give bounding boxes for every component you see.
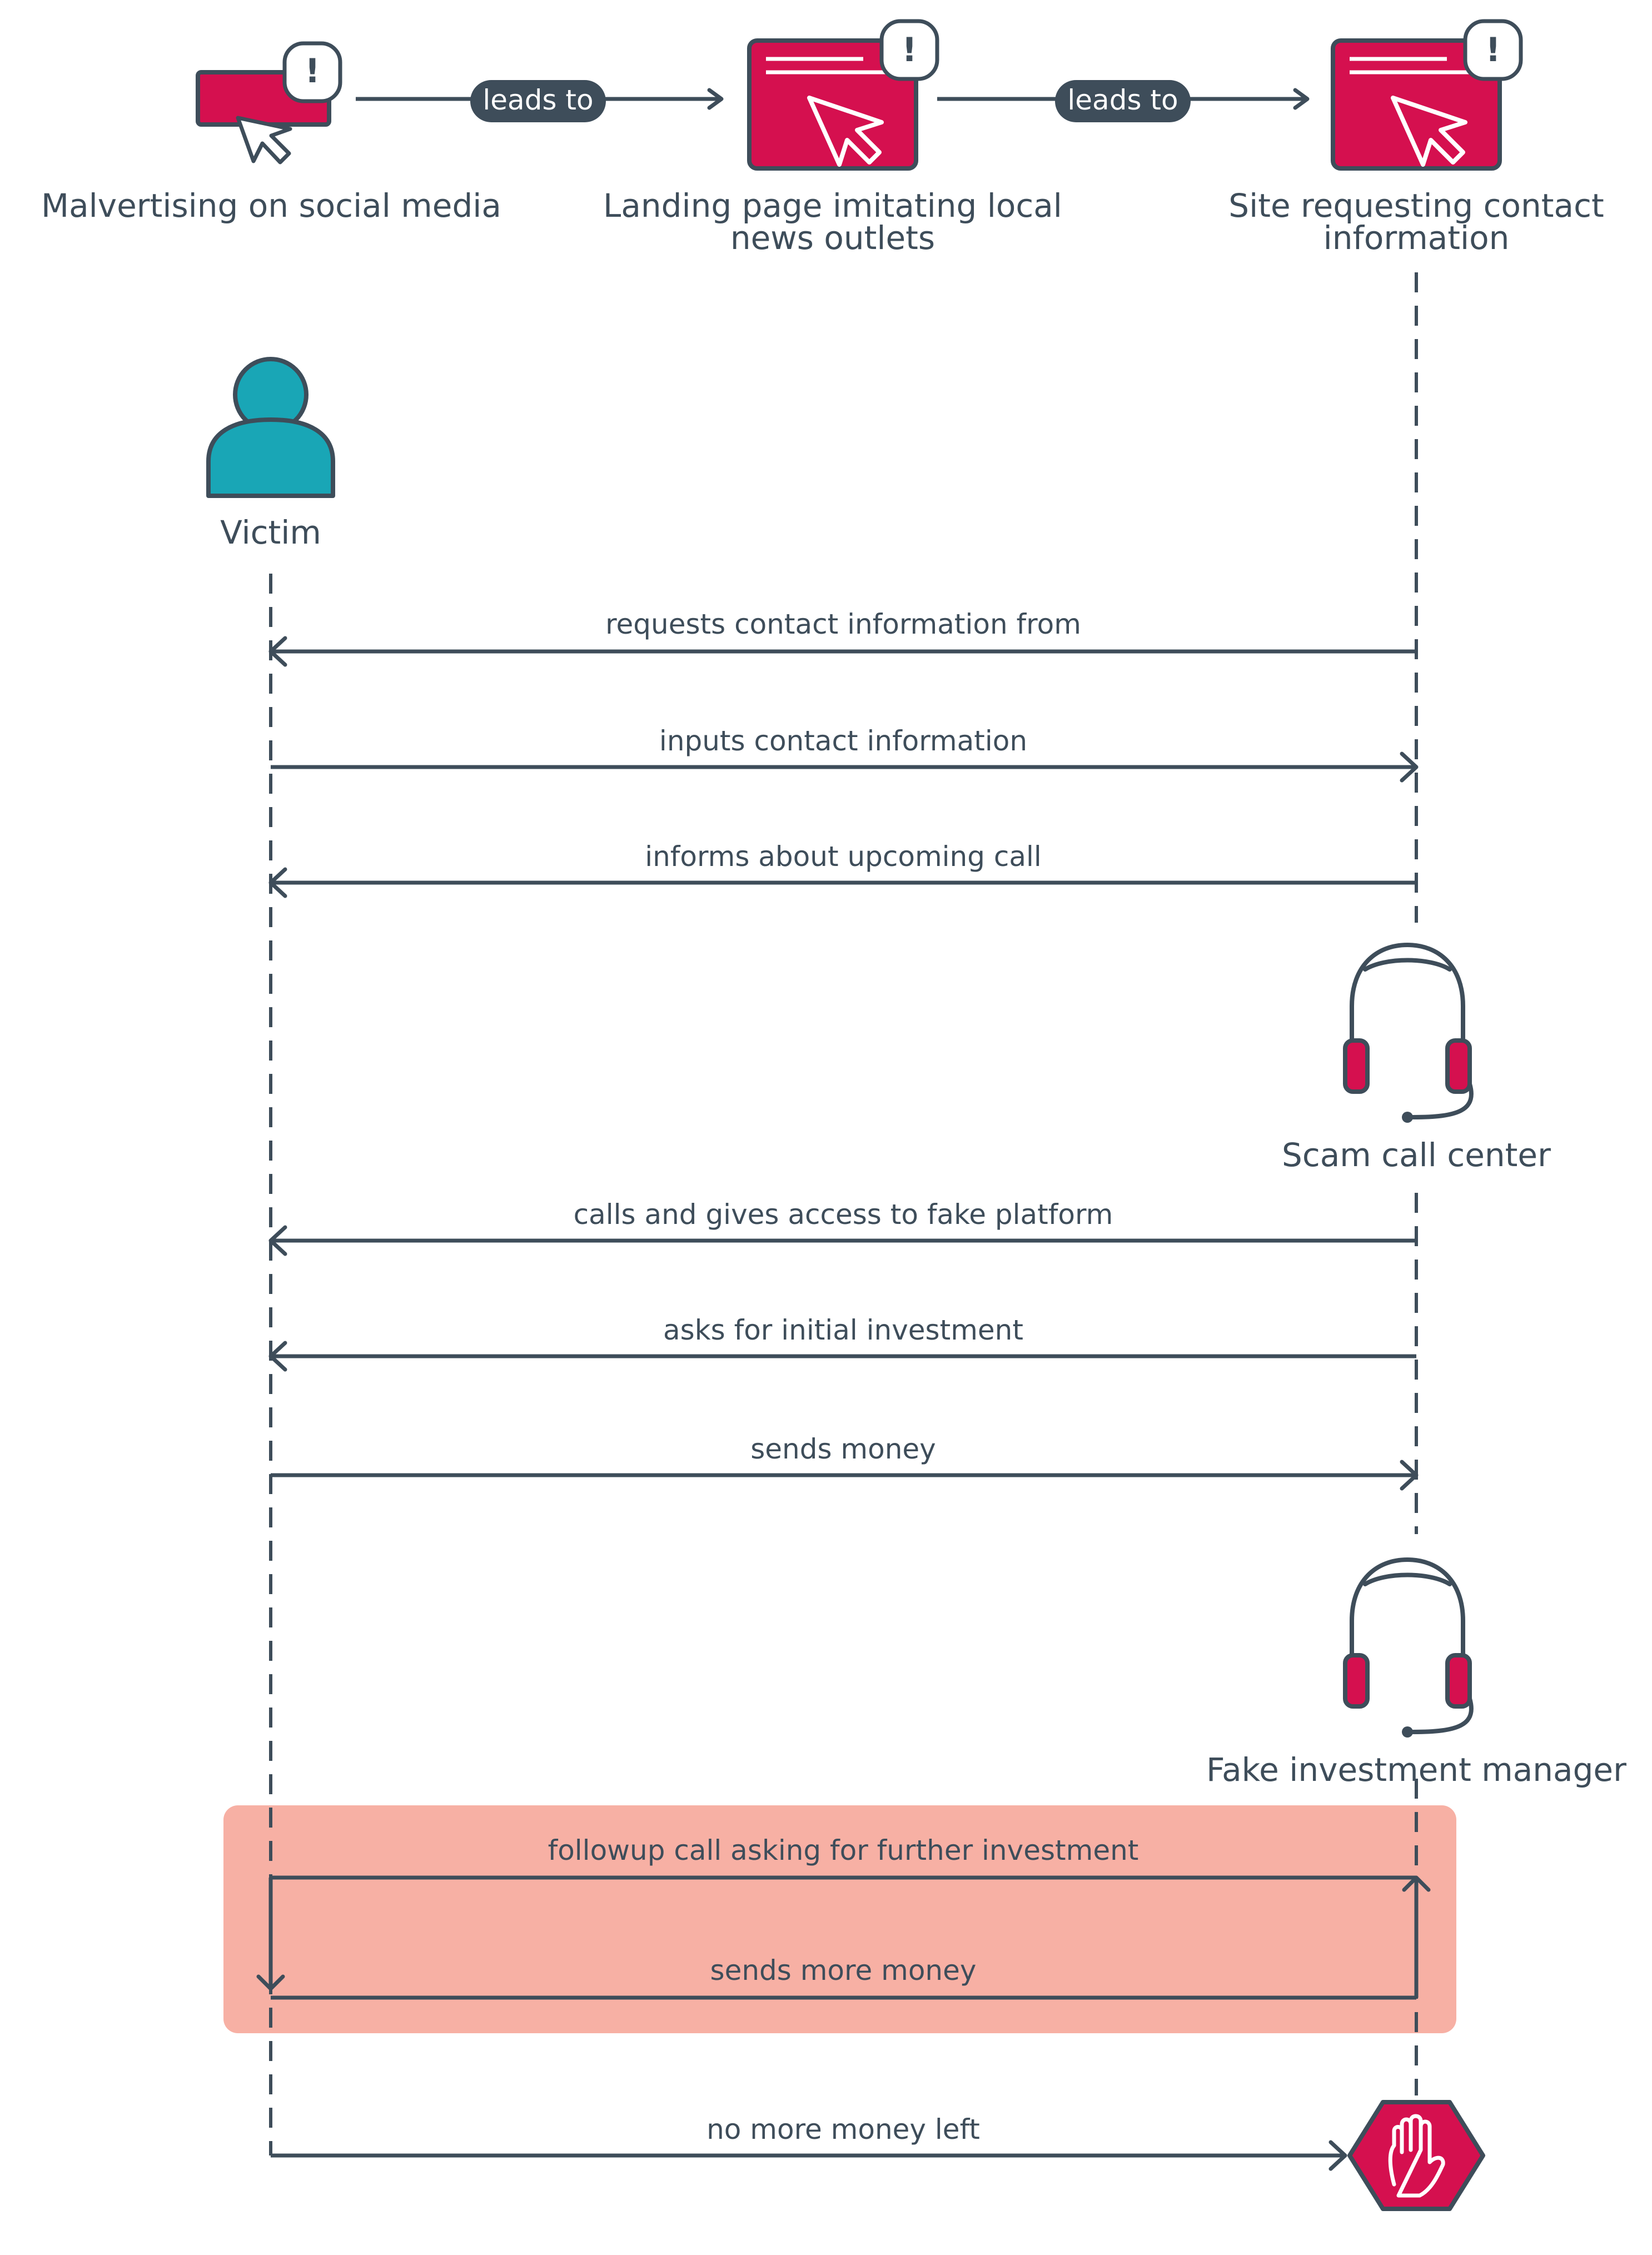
message-label: inputs contact information [659,725,1027,757]
message-6: sends money [271,1433,1419,1491]
svg-text:!: ! [305,52,320,91]
connector-pill [1055,80,1191,122]
svg-text:!: ! [1485,31,1500,69]
stop-hand-icon [1347,2100,1485,2211]
message-label: no more money left [706,2113,980,2146]
message-5: asks for initial investment [268,1314,1416,1372]
connector-label: leads to [1067,84,1178,116]
alert-bubble-icon: ! [285,43,340,101]
stage-malvertising: ! Malvertising on social media [41,43,501,225]
loop-top-label: followup call asking for further investm… [548,1834,1139,1866]
call-center-actor: Scam call center [1282,945,1551,1174]
connector-label: leads to [482,84,593,116]
person-icon [206,357,335,498]
final-message: no more money left [271,2113,1347,2171]
manager-label: Fake investment manager [1206,1751,1626,1789]
stage-title-line-1: Site requesting contact [1228,187,1604,225]
stage-title-line-2: news outlets [730,219,935,257]
stage-title-line-1: Landing page imitating local [603,187,1062,225]
stage-contact-site: ! Site requesting contact information [1228,21,1604,257]
stage-title: Malvertising on social media [41,187,501,225]
alert-bubble-icon: ! [1465,21,1521,79]
ad-banner-cursor-icon: ! [196,43,340,165]
alert-bubble-icon: ! [882,21,937,79]
stage-title-line-2: information [1323,219,1510,257]
victim-actor: Victim [206,357,335,551]
message-label: informs about upcoming call [645,840,1042,873]
message-1: requests contact information from [268,608,1416,667]
message-2: inputs contact information [271,725,1419,783]
message-label: calls and gives access to fake platform [574,1198,1113,1231]
message-label: requests contact information from [605,608,1081,640]
stage-landing-page: ! Landing page imitating local news outl… [603,21,1062,257]
message-label: sends money [750,1433,936,1465]
loop-cycle: followup call asking for further investm… [256,1834,1431,2000]
loop-bottom-label: sends more money [710,1954,977,1987]
message-4: calls and gives access to fake platform [268,1198,1416,1256]
message-3: informs about upcoming call [268,840,1416,898]
connector-1: leads to [356,80,724,122]
headset-icon [1345,945,1471,1123]
message-label: asks for initial investment [663,1314,1023,1346]
manager-actor: Fake investment manager [1206,1560,1626,1789]
loop-highlight [223,1805,1456,2033]
connector-2: leads to [937,80,1310,122]
call-center-label: Scam call center [1282,1136,1551,1174]
headset-icon [1345,1560,1471,1738]
connector-pill [470,80,606,122]
victim-label: Victim [220,514,321,551]
svg-text:!: ! [902,31,917,69]
